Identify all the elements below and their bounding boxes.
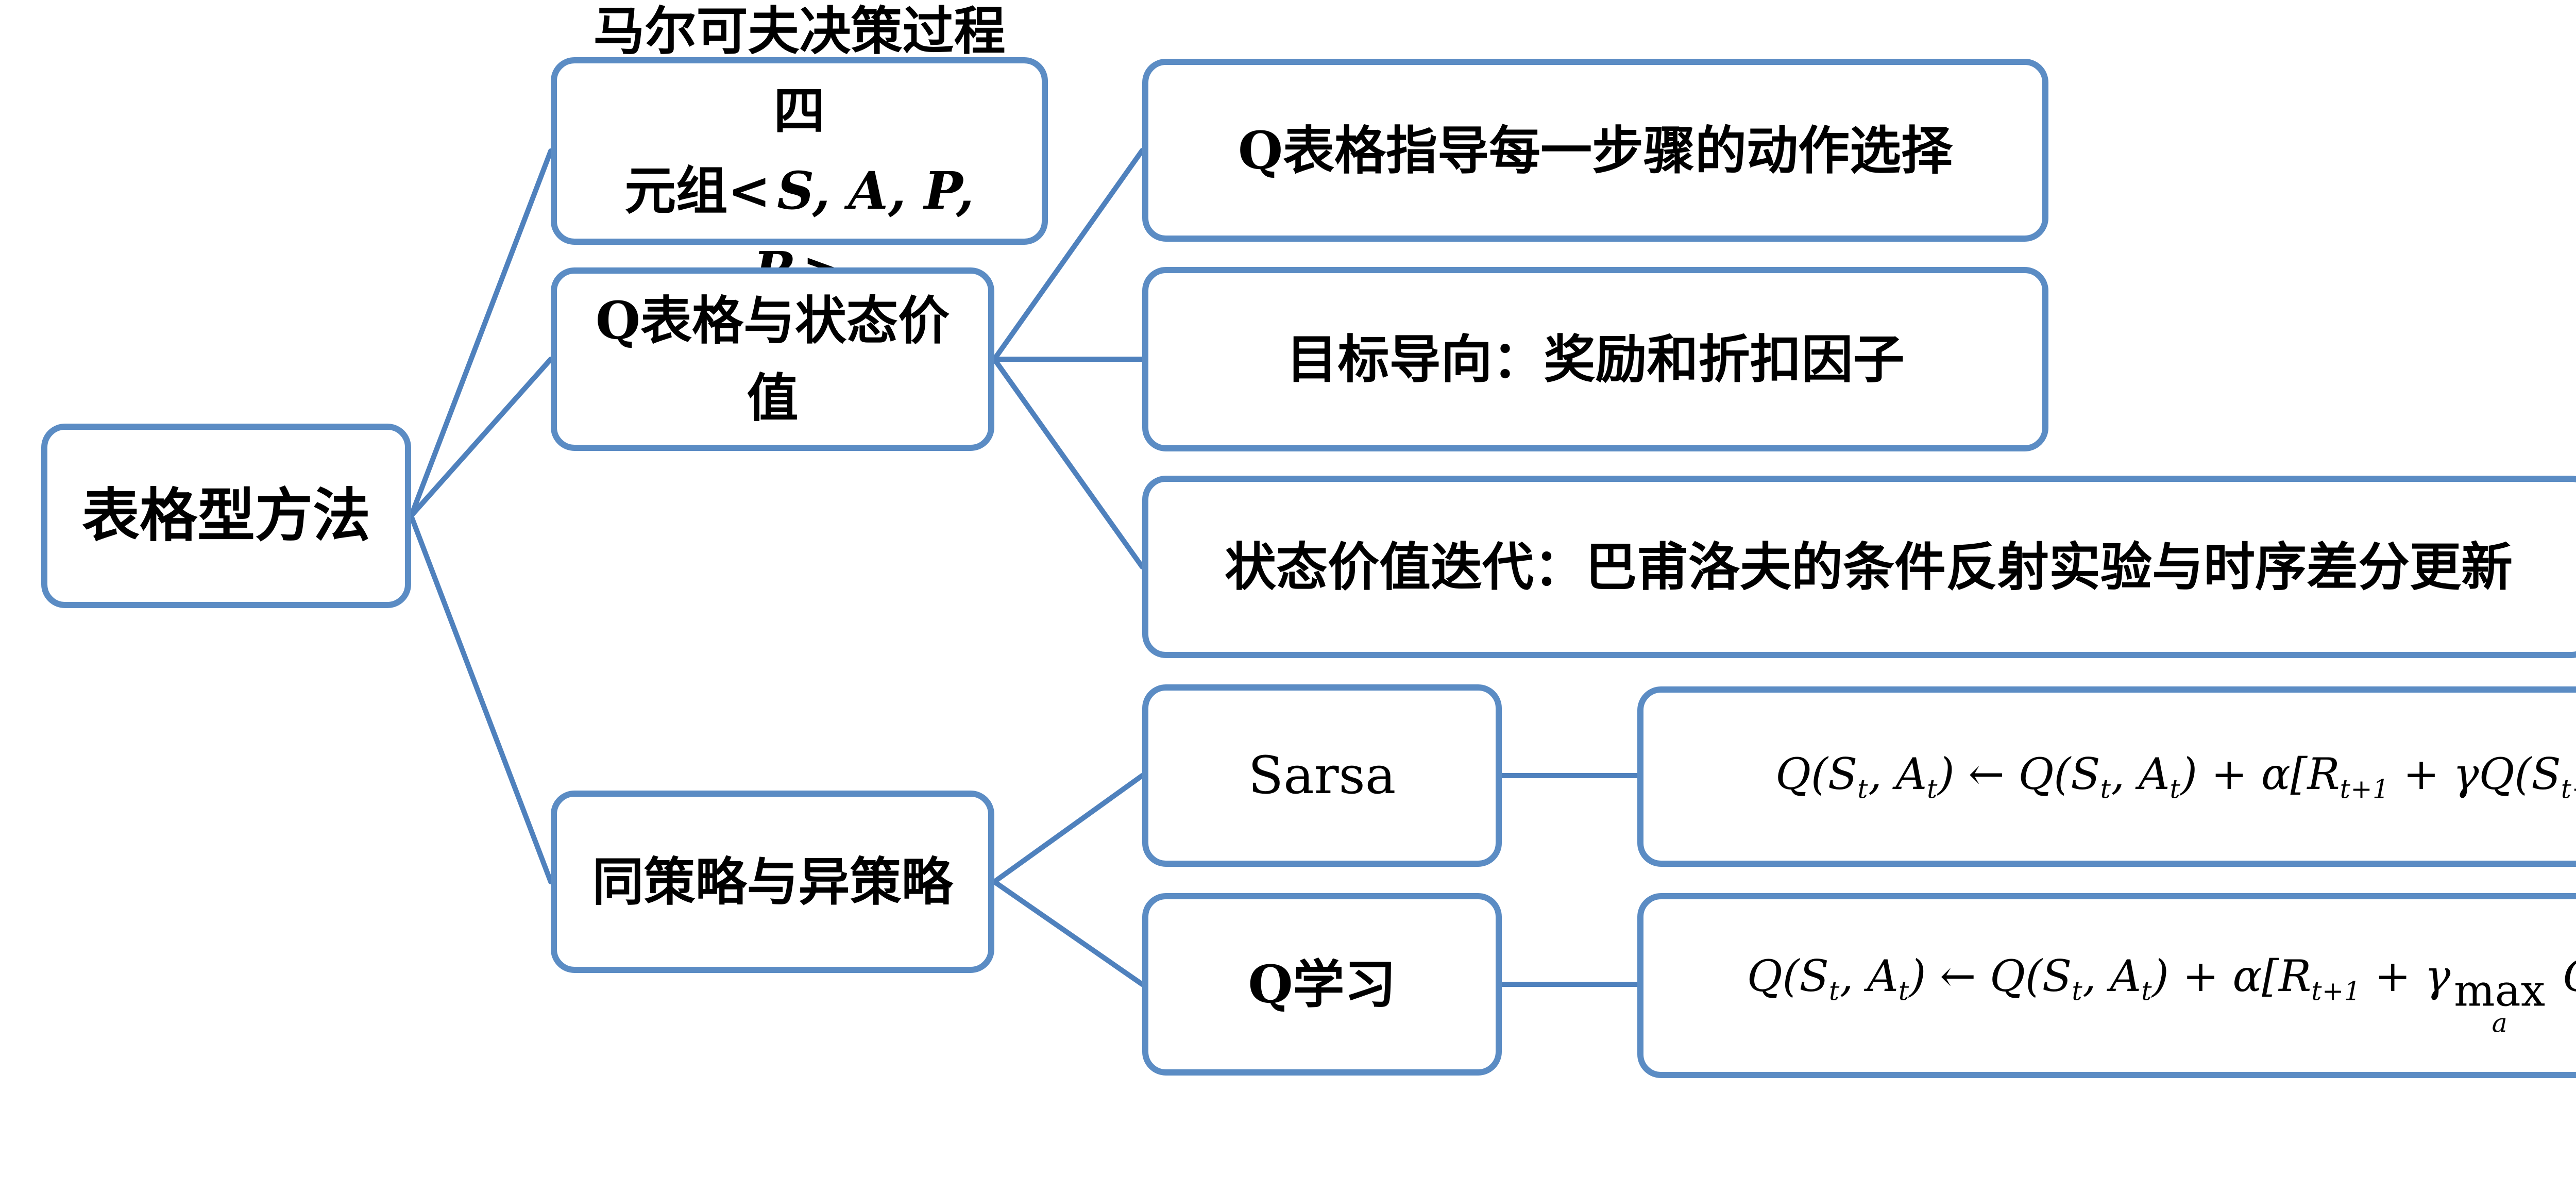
node-sarsa: Sarsa xyxy=(1142,684,1502,867)
node-action-selection: Q表格指导每一步骤的动作选择 xyxy=(1142,59,2048,242)
node-mdp-line1-text: 马尔可夫决策过程四 xyxy=(593,1,1006,141)
node-root: 表格型方法 xyxy=(41,424,411,608)
node-goal-oriented: 目标导向：奖励和折扣因子 xyxy=(1142,267,2048,451)
node-on-off-policy: 同策略与异策略 xyxy=(551,791,994,973)
connector-path xyxy=(409,148,1640,987)
sarsa-formula-text: Q(St, At) ← Q(St, At) + α[Rt+1 + γQ(St+1… xyxy=(1775,748,2576,804)
node-action-selection-label: Q表格指导每一步骤的动作选择 xyxy=(1238,120,1953,181)
node-root-label: 表格型方法 xyxy=(82,482,370,549)
node-value-iteration-label: 状态价值迭代：巴甫洛夫的条件反射实验与时序差分更新 xyxy=(1225,536,2513,597)
node-qlearning: Q学习 xyxy=(1142,893,1502,1076)
node-mdp-tuple: 马尔可夫决策过程四 元组<S, A, P, R> xyxy=(551,1,1048,301)
node-mdp-line2-prefix: 元组< xyxy=(624,160,771,221)
node-sarsa-formula: Q(St, At) ← Q(St, At) + α[Rt+1 + γQ(St+1… xyxy=(1637,686,2576,867)
node-on-off-policy-label: 同策略与异策略 xyxy=(592,851,953,912)
node-qtable-state-value: Q表格与状态价值 xyxy=(551,267,994,451)
node-qlearning-label: Q学习 xyxy=(1248,954,1396,1015)
node-qtable-label: Q表格与状态价值 xyxy=(595,290,950,428)
node-value-iteration: 状态价值迭代：巴甫洛夫的条件反射实验与时序差分更新 xyxy=(1142,476,2576,658)
node-mdp-line1: 马尔可夫决策过程四 xyxy=(572,0,1026,151)
node-goal-oriented-label: 目标导向：奖励和折扣因子 xyxy=(1286,329,1905,390)
node-sarsa-label: Sarsa xyxy=(1248,745,1396,805)
